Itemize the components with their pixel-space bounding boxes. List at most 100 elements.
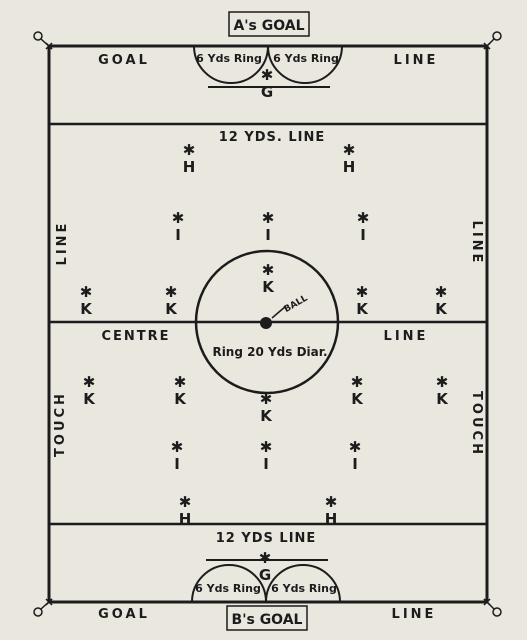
ring-label-bottom-right: 6 Yds Ring [271,582,337,595]
ball-label: BALL [283,293,310,314]
player-asterisk-icon: ✱ [172,209,185,227]
player-marker-g: ✱G [259,549,272,584]
corner-flag-bottom-left [33,598,53,617]
player-asterisk-icon: ✱ [260,438,273,456]
centre-label: CENTRE [101,329,170,344]
player-role-label: K [260,407,273,425]
player-asterisk-icon: ✱ [325,493,338,511]
player-marker-k: ✱K [165,283,178,318]
player-asterisk-icon: ✱ [349,438,362,456]
centre-ring [194,249,340,395]
player-asterisk-icon: ✱ [260,390,273,408]
player-asterisk-icon: ✱ [80,283,93,301]
player-marker-i: ✱I [262,209,275,244]
corner-flag-bottom-right [483,598,502,617]
player-role-label: K [83,390,96,408]
twelve-yard-label-top: 12 YDS. LINE [219,130,326,145]
player-asterisk-icon: ✱ [262,209,275,227]
player-asterisk-icon: ✱ [357,209,370,227]
twelve-yard-label-bottom: 12 YDS LINE [216,531,317,546]
player-marker-i: ✱I [171,438,184,473]
player-marker-i: ✱I [357,209,370,244]
centre-line-label: LINE [384,329,429,344]
player-marker-g: ✱G [261,66,274,101]
centre-ring-label: Ring 20 Yds Diar. [212,345,327,359]
player-role-label: I [174,455,180,473]
goal-line-label-top-left: GOAL [98,53,150,68]
ring-label-top-right: 6 Yds Ring [273,52,339,65]
player-marker-i: ✱I [349,438,362,473]
a-goal-label: A's GOAL [233,18,304,34]
player-marker-h: ✱H [179,493,192,528]
player-marker-i: ✱I [172,209,185,244]
player-role-label: K [262,278,275,296]
player-asterisk-icon: ✱ [351,373,364,391]
ball-marker [260,317,272,329]
player-marker-k: ✱K [436,373,449,408]
goal-ring-bottom-right [265,564,341,603]
player-marker-k: ✱K [351,373,364,408]
player-role-label: G [259,566,271,584]
player-asterisk-icon: ✱ [165,283,178,301]
goal-line-label-bottom-right: LINE [392,607,437,622]
player-role-label: I [352,455,358,473]
player-asterisk-icon: ✱ [343,141,356,159]
player-role-label: K [351,390,364,408]
touch-label-right: TOUCH [469,391,484,457]
player-marker-k: ✱K [80,283,93,318]
player-role-label: I [360,226,366,244]
goal-line-label-bottom-left: GOAL [98,607,150,622]
player-marker-i: ✱I [260,438,273,473]
player-marker-h: ✱H [343,141,356,176]
player-role-label: K [80,300,93,318]
player-asterisk-icon: ✱ [171,438,184,456]
player-role-label: H [183,158,196,176]
player-asterisk-icon: ✱ [262,261,275,279]
goal-line-label-top-right: LINE [394,53,439,68]
touch-label-left: TOUCH [53,391,68,457]
player-role-label: H [179,510,192,528]
player-asterisk-icon: ✱ [83,373,96,391]
side-line-label-right: LINE [469,221,484,266]
player-role-label: K [436,390,449,408]
player-role-label: K [174,390,187,408]
player-asterisk-icon: ✱ [356,283,369,301]
player-asterisk-icon: ✱ [435,283,448,301]
player-marker-k: ✱K [83,373,96,408]
player-marker-h: ✱H [325,493,338,528]
player-asterisk-icon: ✱ [179,493,192,511]
ball-pointer [271,305,287,319]
player-role-label: K [356,300,369,318]
player-asterisk-icon: ✱ [183,141,196,159]
ring-label-bottom-left: 6 Yds Ring [195,582,261,595]
player-role-label: I [265,226,271,244]
player-marker-h: ✱H [183,141,196,176]
corner-flag-top-right [483,31,502,50]
goal-ring-top-left [193,45,269,84]
player-role-label: H [325,510,338,528]
player-marker-k: ✱K [262,261,275,296]
players-layer: ✱G✱H✱H✱I✱I✱I✱K✱K✱K✱K✱K✱K✱K✱K✱K✱K✱I✱I✱I✱H… [80,66,449,584]
player-marker-k: ✱K [356,283,369,318]
player-role-label: H [343,158,356,176]
player-role-label: I [263,455,269,473]
goal-box-bottom [226,605,308,631]
player-asterisk-icon: ✱ [261,66,274,84]
player-role-label: K [165,300,178,318]
player-role-label: K [435,300,448,318]
player-asterisk-icon: ✱ [436,373,449,391]
side-line-label-left: LINE [55,221,70,266]
player-marker-k: ✱K [174,373,187,408]
ring-label-top-left: 6 Yds Ring [196,52,262,65]
b-goal-label: B's GOAL [232,612,303,628]
player-role-label: I [175,226,181,244]
player-marker-k: ✱K [435,283,448,318]
corner-flag-top-left [33,31,53,50]
player-role-label: G [261,83,273,101]
player-asterisk-icon: ✱ [259,549,272,567]
goal-box-top [228,11,310,37]
goal-ring-bottom-left [191,564,267,603]
player-marker-k: ✱K [260,390,273,425]
